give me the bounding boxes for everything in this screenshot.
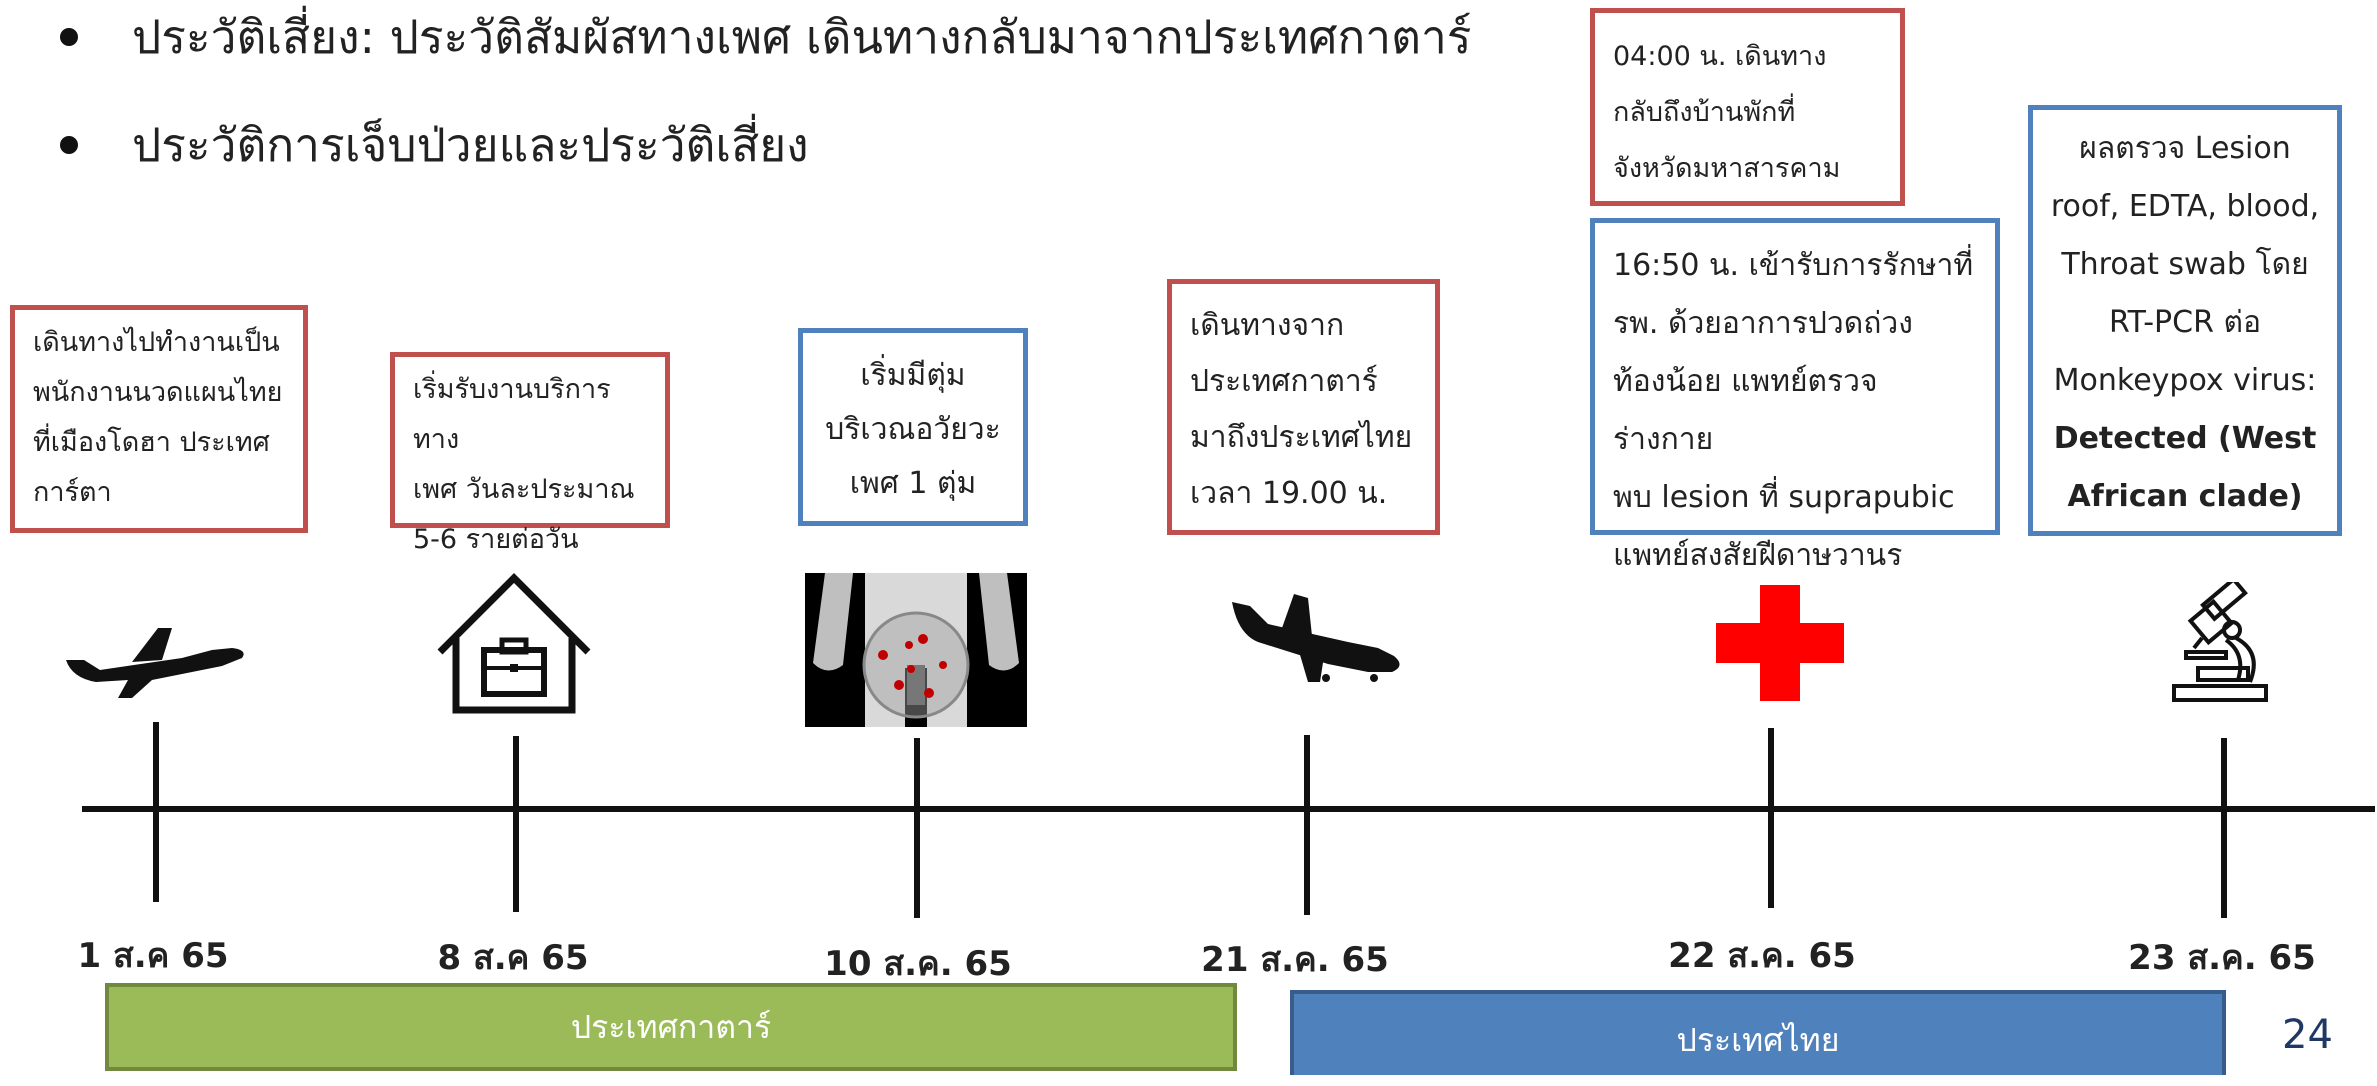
timeline-tick bbox=[914, 738, 920, 918]
timeline-tick bbox=[1768, 728, 1774, 908]
event-line: 04:00 น. เดินทาง bbox=[1613, 41, 1827, 72]
event-line-bold: African clade) bbox=[2067, 479, 2303, 514]
event-box-aug21: เดินทางจาก ประเทศกาตาร์ มาถึงประเทศไทย เ… bbox=[1167, 279, 1440, 535]
event-line: เดินทางไปทำงานเป็น bbox=[33, 327, 280, 358]
bullet-text: ประวัติเสี่ยง: ประวัติสัมผัสทางเพศ เดินท… bbox=[132, 10, 1472, 64]
date-label: 1 ส.ค 65 bbox=[77, 936, 229, 976]
date-label: 21 ส.ค. 65 bbox=[1201, 940, 1389, 980]
airplane-takeoff-icon bbox=[66, 628, 244, 698]
event-line: RT-PCR ต่อ bbox=[2109, 305, 2261, 340]
event-line: ผลตรวจ Lesion bbox=[2079, 131, 2291, 166]
date-label: 8 ส.ค 65 bbox=[437, 938, 589, 978]
timeline-tick bbox=[513, 736, 519, 912]
event-line: จังหวัดมหาสารคาม bbox=[1613, 153, 1841, 184]
event-line: แพทย์สงสัยฝีดาษวานร bbox=[1613, 538, 1903, 573]
event-box-aug22-arrival: 04:00 น. เดินทาง กลับถึงบ้านพักที่ จังหว… bbox=[1590, 8, 1905, 206]
lesion-image-icon bbox=[805, 573, 1027, 727]
event-line: เริ่มมีตุ่ม bbox=[860, 358, 966, 393]
band-label: ประเทศไทย bbox=[1676, 1021, 1840, 1059]
event-line: ประเทศกาตาร์ bbox=[1190, 364, 1378, 399]
event-line: Throat swab โดย bbox=[2061, 247, 2309, 282]
bullet-dot bbox=[60, 28, 78, 46]
event-line: ที่เมืองโดฮา ประเทศ bbox=[33, 427, 270, 458]
bullet-dot bbox=[60, 136, 78, 154]
page-number: 24 bbox=[2282, 1012, 2333, 1058]
band-label: ประเทศกาตาร์ bbox=[570, 1008, 772, 1046]
event-line: บริเวณอวัยวะ bbox=[825, 412, 1001, 447]
date-label: 22 ส.ค. 65 bbox=[1668, 936, 1856, 976]
event-line: เพศ 1 ตุ่ม bbox=[849, 466, 977, 501]
event-box-aug23: ผลตรวจ Lesion roof, EDTA, blood, Throat … bbox=[2028, 105, 2342, 536]
event-box-aug10: เริ่มมีตุ่ม บริเวณอวัยวะ เพศ 1 ตุ่ม bbox=[798, 328, 1028, 526]
event-line: 16:50 น. เข้ารับการรักษาที่ bbox=[1613, 248, 1974, 283]
timeline-tick bbox=[2221, 738, 2227, 918]
airplane-landing-icon bbox=[1232, 594, 1400, 682]
event-line: Monkeypox virus: bbox=[2053, 363, 2317, 398]
event-line: เริ่มรับงานบริการทาง bbox=[413, 374, 611, 455]
date-label: 23 ส.ค. 65 bbox=[2128, 938, 2316, 978]
event-line: พนักงานนวดแผนไทย bbox=[33, 377, 283, 408]
event-box-aug8: เริ่มรับงานบริการทาง เพศ วันละประมาณ 5-6… bbox=[390, 352, 670, 555]
timeline-tick bbox=[153, 722, 159, 902]
event-line: รพ. ด้วยอาการปวดถ่วง bbox=[1613, 306, 1913, 341]
event-line-bold: Detected (West bbox=[2053, 421, 2317, 456]
event-line: กลับถึงบ้านพักที่ bbox=[1613, 97, 1796, 128]
country-band-qatar: ประเทศกาตาร์ bbox=[105, 983, 1237, 1071]
event-line: เวลา 19.00 น. bbox=[1190, 476, 1388, 511]
timeline-tick bbox=[1304, 735, 1310, 915]
event-line: เดินทางจาก bbox=[1190, 308, 1345, 343]
red-cross-icon bbox=[1716, 585, 1844, 701]
event-line: roof, EDTA, blood, bbox=[2050, 189, 2320, 224]
event-line: พบ lesion ที่ suprapubic bbox=[1613, 480, 1955, 515]
microscope-icon bbox=[2172, 582, 2268, 702]
timeline-axis bbox=[82, 806, 2375, 812]
event-line: มาถึงประเทศไทย bbox=[1190, 420, 1413, 455]
event-line: เพศ วันละประมาณ bbox=[413, 474, 635, 505]
house-briefcase-icon bbox=[437, 573, 591, 714]
date-label: 10 ส.ค. 65 bbox=[824, 944, 1012, 984]
country-band-thailand: ประเทศไทย bbox=[1290, 990, 2226, 1075]
bullet-text: ประวัติการเจ็บป่วยและประวัติเสี่ยง bbox=[132, 118, 809, 172]
event-line: การ์ตา bbox=[33, 477, 112, 508]
event-box-aug22-hospital: 16:50 น. เข้ารับการรักษาที่ รพ. ด้วยอากา… bbox=[1590, 218, 2000, 573]
event-line: 5-6 รายต่อวัน bbox=[413, 524, 579, 555]
event-line: ท้องน้อย แพทย์ตรวจร่างกาย bbox=[1613, 364, 1878, 457]
event-box-aug1: เดินทางไปทำงานเป็น พนักงานนวดแผนไทย ที่เ… bbox=[10, 305, 308, 533]
